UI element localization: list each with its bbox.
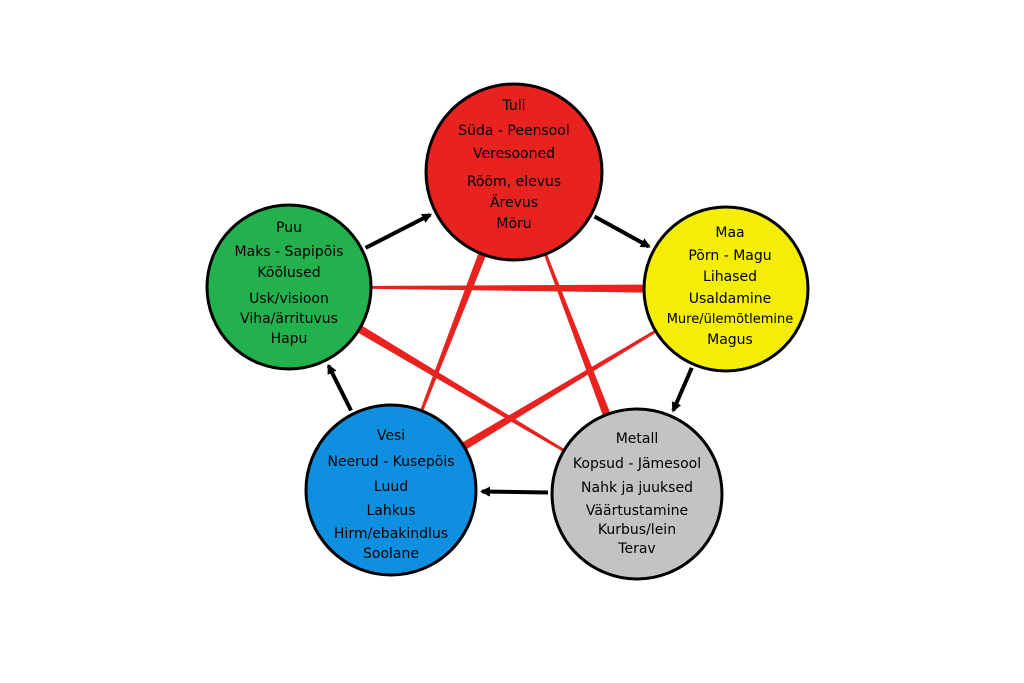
metal-tissue: Nahk ja juuksed	[581, 480, 693, 496]
wood-emotion: Viha/ärrituvus	[240, 311, 338, 327]
earth-taste: Magus	[707, 332, 753, 348]
generating-arrow-earth-to-metal	[671, 367, 694, 413]
element-node-metal: Metall Kopsud - Jämesool Nahk ja juuksed…	[550, 407, 724, 581]
water-emotion: Hirm/ebakindlus	[334, 526, 448, 542]
earth-emotion: Mure/ülemõtlemine	[667, 312, 794, 327]
generating-cycle	[326, 212, 694, 497]
water-tissue: Luud	[374, 479, 408, 495]
generating-arrow-water-to-wood	[326, 363, 353, 412]
wood-circle	[205, 203, 373, 371]
controlling-arrow-metal-to-wood	[341, 316, 584, 463]
generating-arrow-fire-to-earth	[593, 214, 651, 249]
metal-virtue: Väärtustamine	[586, 503, 688, 519]
earth-organs: Põrn - Magu	[688, 248, 771, 264]
water-name: Vesi	[377, 428, 405, 444]
fire-name: Tuli	[501, 98, 525, 114]
metal-circle	[550, 407, 724, 581]
water-circle	[304, 403, 478, 577]
earth-tissue: Lihased	[703, 269, 757, 285]
fire-emotion: Ärevus	[490, 193, 538, 211]
water-organs: Neerud - Kusepõis	[327, 454, 454, 470]
fire-taste: Mõru	[496, 216, 531, 232]
earth-circle	[642, 205, 810, 373]
element-node-wood: Puu Maks - Sapipõis Kõõlused Usk/visioon…	[205, 203, 373, 371]
element-node-water: Vesi Neerud - Kusepõis Luud Lahkus Hirm/…	[304, 403, 478, 577]
wood-virtue: Usk/visioon	[249, 291, 329, 307]
wood-name: Puu	[276, 220, 302, 236]
fire-virtue: Rõõm, elevus	[467, 174, 561, 190]
wood-tissue: Kõõlused	[257, 265, 320, 281]
controlling-arrow-earth-to-water	[446, 318, 676, 460]
fire-circle	[424, 82, 604, 262]
metal-name: Metall	[616, 431, 659, 447]
earth-name: Maa	[715, 225, 744, 241]
earth-virtue: Usaldamine	[689, 291, 772, 307]
wood-organs: Maks - Sapipõis	[235, 244, 344, 260]
element-node-earth: Maa Põrn - Magu Lihased Usaldamine Mure/…	[642, 205, 810, 373]
controlling-arrow-fire-to-metal	[536, 233, 617, 433]
fire-organs: Süda - Peensool	[458, 123, 570, 139]
controlling-arrow-wood-to-earth	[349, 284, 662, 293]
metal-taste: Terav	[617, 541, 655, 557]
metal-organs: Kopsud - Jämesool	[573, 456, 701, 472]
controlling-arrow-water-to-fire	[412, 235, 493, 432]
metal-emotion: Kurbus/lein	[598, 522, 676, 538]
fire-tissue: Veresooned	[473, 146, 555, 162]
generating-arrow-wood-to-fire	[364, 212, 433, 250]
water-taste: Soolane	[363, 546, 419, 562]
wood-taste: Hapu	[271, 331, 308, 347]
element-node-fire: Tuli Süda - Peensool Veresooned Rõõm, el…	[424, 82, 604, 262]
generating-arrow-metal-to-water	[479, 486, 549, 497]
water-virtue: Lahkus	[366, 503, 415, 519]
controlling-cycle	[341, 233, 676, 463]
